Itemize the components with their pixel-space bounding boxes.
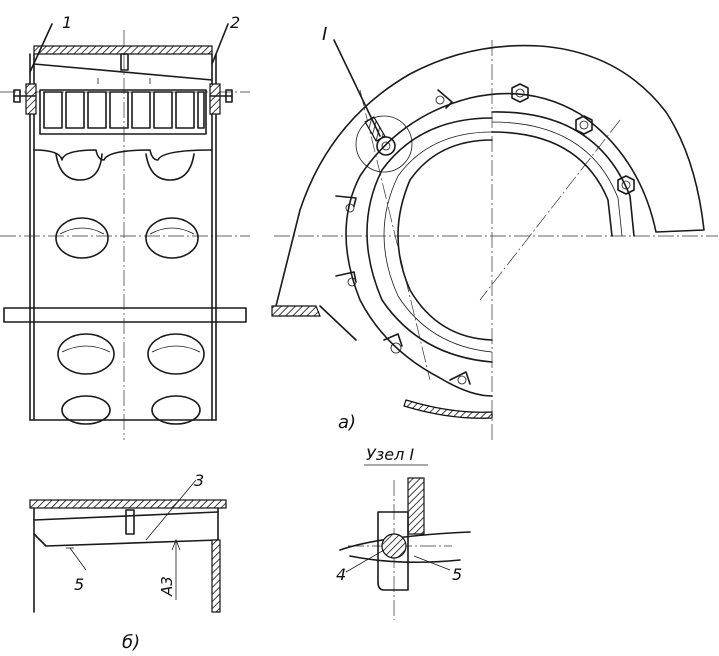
bolt-row [335,89,471,385]
callout-2: 2 [230,13,240,32]
callout-4: 4 [336,565,346,584]
callout-5-left: 5 [74,575,84,594]
node-circle [355,115,413,173]
view-a-label: а) [338,412,356,433]
view-b-label: б) [122,632,140,653]
node-detail: Узел I 4 5 [336,445,471,620]
front-view: I а) [271,24,718,440]
node-label: I [322,24,327,45]
side-view: 1 2 [0,13,250,440]
detail-b: 3 5 A3 б) [29,471,227,653]
node-title: Узел I [366,445,414,464]
nut-row [511,83,635,195]
callout-3: 3 [194,471,204,490]
callout-1: 1 [62,13,72,32]
dimension-a3: A3 [158,576,176,597]
callout-5-right: 5 [452,565,462,584]
